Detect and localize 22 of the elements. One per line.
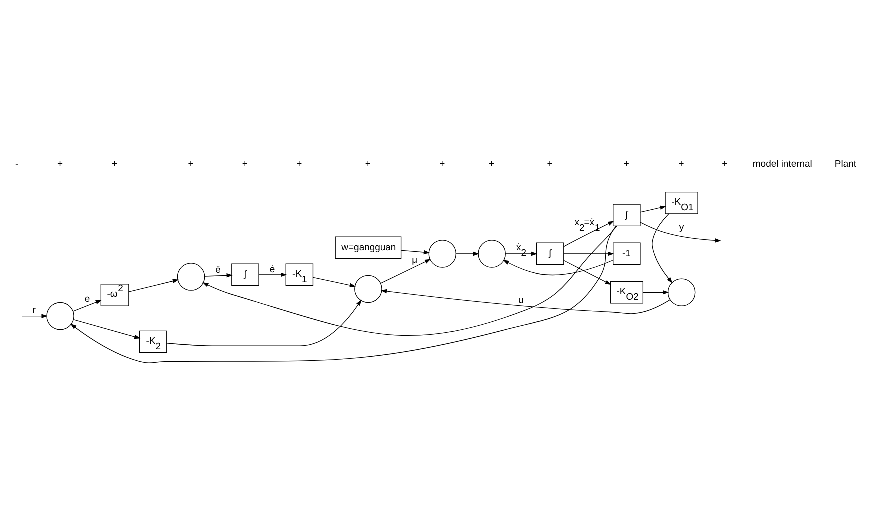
label: Plant: [834, 159, 856, 170]
label: +: [188, 159, 194, 170]
label: +: [57, 159, 63, 170]
label: model internal: [752, 159, 812, 170]
edge-label: μ: [412, 254, 418, 266]
label: +: [624, 159, 630, 170]
label: +: [722, 159, 728, 170]
label: +: [547, 159, 553, 170]
label: +: [440, 159, 446, 170]
label: +: [296, 159, 302, 170]
label: +: [242, 159, 248, 170]
edge-label: y: [679, 222, 684, 234]
label: -: [15, 159, 19, 170]
edge-label: e: [84, 294, 90, 306]
label: +: [112, 159, 118, 170]
edge-label: ë: [216, 265, 221, 276]
label: +: [678, 159, 684, 170]
edge-label: r: [32, 306, 36, 317]
label: +: [365, 159, 371, 170]
edge-label: u: [518, 294, 524, 306]
label: +: [489, 159, 495, 170]
edge-label: ė: [270, 264, 276, 276]
